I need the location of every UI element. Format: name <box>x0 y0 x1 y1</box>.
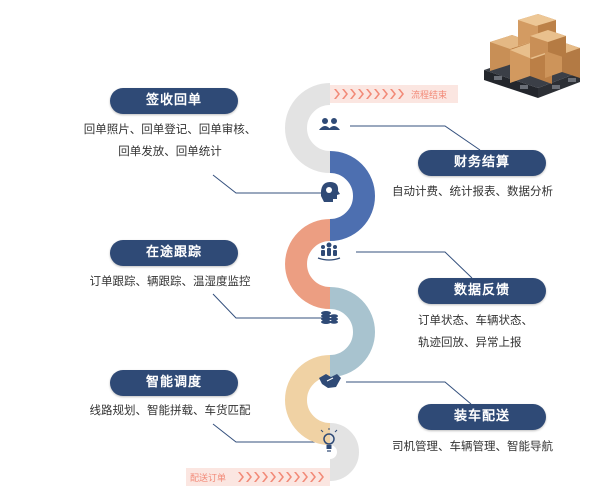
coins-icon <box>321 311 338 324</box>
stage-title-finance: 财务结算 <box>418 150 546 176</box>
stage-desc-line: 司机管理、车辆管理、智能导航 <box>392 439 553 453</box>
people-icon <box>319 118 340 130</box>
stage-desc-loading: 司机管理、车辆管理、智能导航 <box>392 435 553 457</box>
flow-end-label: 流程结束 <box>411 89 447 101</box>
stage-title-feedback: 数据反馈 <box>418 278 546 304</box>
stage-title-dispatch: 智能调度 <box>110 370 238 396</box>
lightbulb-icon <box>320 428 338 452</box>
flow-start-label: 配送订单 <box>190 472 226 484</box>
connector-tracking <box>356 251 473 279</box>
stage-desc-line: 轨迹回放、异常上报 <box>418 335 522 349</box>
connector-sign <box>350 125 481 151</box>
flow-segment-4 <box>329 287 375 377</box>
stage-desc-tracking: 订单跟踪、辆跟踪、温湿度监控 <box>60 270 280 292</box>
stage-title-sign-receipt: 签收回单 <box>110 88 238 114</box>
serpentine-flow <box>285 83 375 481</box>
connector-lines <box>212 125 481 443</box>
stage-desc-dispatch: 线路规划、智能拼载、车货匹配 <box>60 399 280 421</box>
stage-desc-line: 回单发放、回单统计 <box>118 144 222 158</box>
connector-feedback <box>212 293 328 319</box>
flow-segment-5 <box>285 355 331 445</box>
connector-loading <box>212 423 328 443</box>
stage-desc-line: 订单跟踪、辆跟踪、温湿度监控 <box>89 274 251 288</box>
stage-desc-line: 线路规划、智能拼载、车货匹配 <box>89 403 251 417</box>
stage-title-loading: 装车配送 <box>418 404 546 430</box>
connector-finance <box>212 174 328 194</box>
stage-desc-line: 回单照片、回单登记、回单审核、 <box>83 122 257 136</box>
stage-desc-feedback: 订单状态、车辆状态、 轨迹回放、异常上报 <box>418 309 533 353</box>
head-gear-icon <box>320 182 340 202</box>
flow-segment-6 <box>328 423 359 481</box>
flow-segment-2 <box>329 151 375 241</box>
flow-segment-3 <box>285 219 331 309</box>
stage-desc-sign-receipt: 回单照片、回单登记、回单审核、 回单发放、回单统计 <box>60 118 280 162</box>
flow-segment-1 <box>285 83 331 173</box>
pallet-boxes-illustration <box>484 14 580 98</box>
group-icon <box>317 242 341 261</box>
connector-dispatch <box>346 381 472 405</box>
stage-desc-finance: 自动计费、统计报表、数据分析 <box>392 180 553 202</box>
flow-start-ribbon: 配送订单 <box>186 468 330 486</box>
flow-end-ribbon: 流程结束 <box>330 85 458 103</box>
handshake-icon <box>319 374 341 388</box>
stage-title-tracking: 在途跟踪 <box>110 240 238 266</box>
stage-desc-line: 订单状态、车辆状态、 <box>418 313 533 327</box>
stage-desc-line: 自动计费、统计报表、数据分析 <box>392 184 553 198</box>
